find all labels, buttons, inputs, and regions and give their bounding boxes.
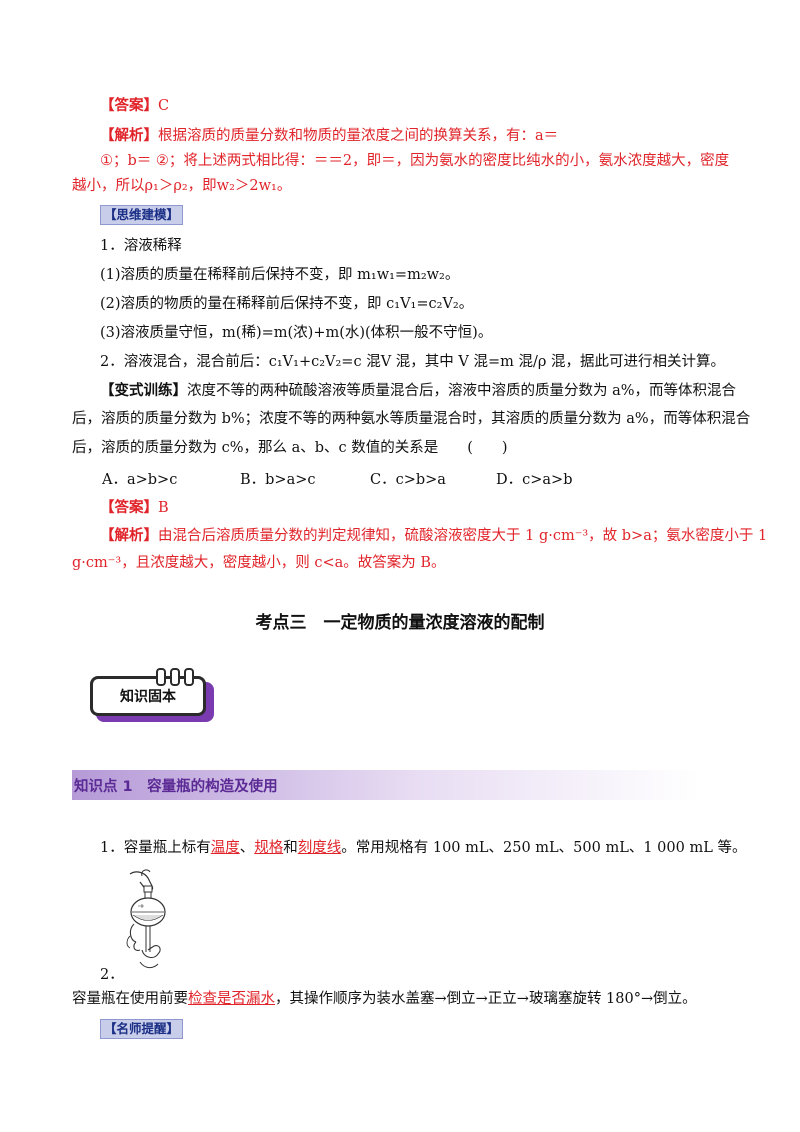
option-b: B．b>a>c xyxy=(240,472,316,488)
variant-line-3: 后，溶质的质量分数为 c%，那么 a、b、c 数值的关系是 ( ) xyxy=(72,440,508,456)
analysis-line-1: 【解析】根据溶质的质量分数和物质的量浓度之间的换算关系，有：a＝ xyxy=(72,126,730,146)
variant-analysis-line-1: 【解析】由混合后溶质质量分数的判定规律知，硫酸溶液密度大于 1 g·cm⁻³，故… xyxy=(72,526,767,546)
variant-text-1: 浓度不等的两种硫酸溶液等质量混合后，溶液中溶质的质量分数为 a%，而等体积混合 xyxy=(187,383,737,399)
thinking-line-4: (3)溶液质量守恒，m(稀)=m(浓)+m(水)(体积一般不守恒)。 xyxy=(100,325,493,341)
thinking-line-5: 2．溶液混合，混合前后：c₁V₁+c₂V₂=c 混V 混，其中 V 混=m 混/… xyxy=(100,354,725,370)
variant-answer-value: B xyxy=(158,500,169,516)
flask-temperature: 温度 xyxy=(210,840,240,856)
variant-analysis-text-2: g·cm⁻³，且浓度越大，密度越小，则 c<a。故答案为 B。 xyxy=(72,555,446,571)
thinking-line-1: 1．溶液稀释 xyxy=(100,238,182,254)
analysis-text-1: 根据溶质的质量分数和物质的量浓度之间的换算关系，有：a＝ xyxy=(158,128,559,144)
variant-label: 【变式训练】 xyxy=(100,382,187,399)
thinking-model-tag: 【思维建模】 xyxy=(100,205,184,225)
variant-line-1: 【变式训练】浓度不等的两种硫酸溶液等质量混合后，溶液中溶质的质量分数为 a%，而… xyxy=(72,381,736,401)
badge-ring-icon xyxy=(156,668,166,686)
thinking-line-2: (1)溶质的质量在稀释前后保持不变，即 m₁w₁=m₂w₂。 xyxy=(100,267,460,283)
answer-line-1: 【答案】C xyxy=(72,96,730,116)
flask-mark-line: 刻度线 xyxy=(297,840,342,856)
flask-item-1-suffix: 。常用规格有 100 mL、250 mL、500 mL、1 000 mL 等。 xyxy=(341,840,747,856)
flask-check-leak: 检查是否漏水 xyxy=(188,991,275,1007)
variant-analysis-label: 【解析】 xyxy=(100,527,158,544)
badge-ring-icon xyxy=(170,668,180,686)
flask-item-2-num: 2． xyxy=(100,967,124,983)
analysis-text-2: ①；b＝ ②；将上述两式相比得：＝＝2，即＝，因为氨水的密度比纯水的小，氨水浓度… xyxy=(100,153,730,169)
flask-sep-2: 和 xyxy=(283,840,298,856)
volumetric-flask-image xyxy=(126,869,166,969)
variant-line-2: 后，溶质的质量分数为 b%；浓度不等的两种氨水等质量混合时，其溶质的质量分数为 … xyxy=(72,411,751,427)
flask-item-2-suffix: ，其操作顺序为装水盖塞→倒立→正立→玻璃塞旋转 180°→倒立。 xyxy=(275,991,697,1007)
answer-label: 【答案】 xyxy=(100,97,158,114)
teacher-tip-tag: 【名师提醒】 xyxy=(100,1019,184,1039)
variant-answer-label: 【答案】 xyxy=(100,499,158,516)
answer-value: C xyxy=(158,98,170,114)
flask-spec: 规格 xyxy=(254,840,284,856)
flask-sep-1: 、 xyxy=(239,840,255,856)
thinking-line-3: (2)溶质的物质的量在稀释前后保持不变，即 c₁V₁=c₂V₂。 xyxy=(100,296,474,312)
knowledge-point-bar: 知识点 1 容量瓶的构造及使用 xyxy=(72,770,700,800)
knowledge-badge: 知识固本 xyxy=(90,668,218,728)
badge-ring-icon xyxy=(184,668,194,686)
flask-item-2: 容量瓶在使用前要检查是否漏水，其操作顺序为装水盖塞→倒立→正立→玻璃塞旋转 18… xyxy=(72,989,730,1009)
badge-text: 知识固本 xyxy=(120,689,176,705)
option-c: C．c>b>a xyxy=(370,472,446,488)
analysis-label: 【解析】 xyxy=(100,127,158,144)
flask-item-1-prefix: 1．容量瓶上标有 xyxy=(100,840,211,856)
flask-item-1: 1．容量瓶上标有温度、规格和刻度线。常用规格有 100 mL、250 mL、50… xyxy=(100,838,746,858)
section-title: 考点三 一定物质的量浓度溶液的配制 xyxy=(255,613,545,633)
flask-item-2-prefix: 容量瓶在使用前要 xyxy=(72,991,188,1007)
variant-options: A．a>b>c B．b>a>c C．c>b>a D．c>a>b xyxy=(72,470,730,490)
knowledge-point-title: 知识点 1 容量瓶的构造及使用 xyxy=(74,779,278,795)
option-a: A．a>b>c xyxy=(102,472,178,488)
analysis-text-3: 越小，所以ρ₁＞ρ₂，即w₂＞2w₁。 xyxy=(72,178,292,194)
variant-analysis-text-1: 由混合后溶质质量分数的判定规律知，硫酸溶液密度大于 1 g·cm⁻³，故 b>a… xyxy=(158,528,768,544)
variant-answer: 【答案】B xyxy=(72,498,730,518)
option-d: D．c>a>b xyxy=(496,472,573,488)
